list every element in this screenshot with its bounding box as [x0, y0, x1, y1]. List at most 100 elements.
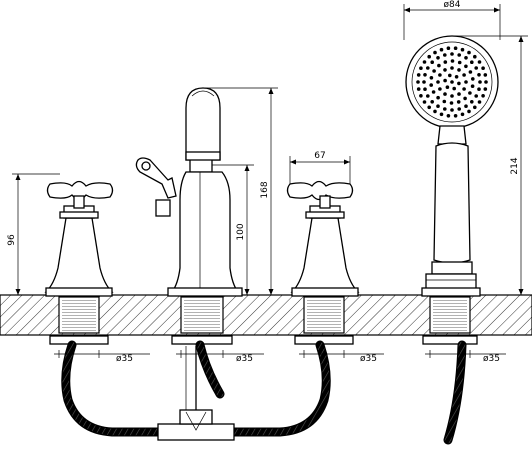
nozzle-dot	[443, 60, 448, 64]
nozzle-dot	[477, 100, 482, 104]
nozzle-dot	[436, 104, 440, 108]
dim-hole-3: ø35	[360, 354, 377, 364]
nozzle-dot	[419, 94, 423, 98]
nozzle-dot	[464, 104, 468, 108]
nozzle-dot	[433, 109, 437, 114]
nozzle-dot	[423, 73, 427, 77]
nozzle-dot	[454, 75, 459, 79]
left-valve	[44, 180, 114, 297]
nozzle-dot	[468, 91, 472, 95]
right-valve	[286, 180, 360, 297]
nozzle-dot	[481, 66, 485, 70]
nozzle-dot	[481, 94, 485, 98]
nozzle-dot	[463, 96, 467, 101]
dim-hole-4: ø35	[483, 354, 500, 364]
nozzle-dot	[446, 114, 451, 118]
nozzle-dot	[460, 47, 465, 52]
nozzle-dot	[423, 87, 427, 91]
nozzle-dot	[426, 94, 430, 98]
nozzle-dot	[450, 59, 455, 63]
nozzle-dot	[427, 105, 432, 110]
nozzle-dot	[439, 47, 444, 52]
nozzle-dot	[470, 84, 475, 88]
spout	[135, 87, 243, 297]
nozzle-dot	[449, 101, 454, 105]
nozzle-dot	[438, 87, 442, 91]
nozzle-dot	[422, 100, 427, 104]
nozzle-dot	[473, 54, 477, 59]
nozzle-dot	[453, 114, 458, 118]
nozzle-dot	[443, 92, 447, 96]
nozzle-dot	[471, 77, 475, 81]
dim-hole-1: ø35	[116, 354, 133, 364]
nozzle-dot	[450, 94, 454, 98]
nozzle-dot	[422, 80, 426, 84]
nozzle-dot	[430, 60, 435, 64]
hoses	[61, 340, 467, 445]
dim-spout-height: 168	[260, 181, 270, 198]
nozzle-dot	[470, 100, 474, 104]
nozzle-dot	[477, 60, 482, 64]
nozzle-dot	[464, 64, 468, 69]
nozzle-dot	[450, 66, 454, 70]
nozzle-dot	[422, 60, 427, 64]
nozzle-dot	[419, 66, 423, 70]
nozzle-dot	[474, 66, 479, 70]
nozzle-dot	[462, 87, 466, 91]
nozzle-dot	[432, 69, 436, 73]
nozzle-dot	[462, 73, 466, 77]
nozzle-dot	[431, 90, 436, 94]
nozzle-dot	[457, 60, 462, 65]
nozzle-dot	[464, 56, 468, 60]
nozzle-dot	[468, 70, 473, 74]
nozzle-dot	[430, 100, 435, 104]
nozzle-dot	[442, 99, 447, 104]
nozzle-dot	[438, 73, 442, 77]
nozzle-dot	[436, 80, 440, 84]
dimension-lines	[12, 4, 528, 358]
nozzle-dot	[429, 83, 434, 87]
nozzle-dot	[484, 80, 488, 84]
dim-spout-outlet-height: 100	[236, 223, 246, 240]
nozzle-dot	[433, 50, 437, 55]
dim-left-handle-height: 96	[7, 234, 17, 246]
nozzle-dot	[467, 50, 471, 55]
nozzle-dot	[457, 53, 462, 57]
nozzle-dot	[457, 107, 462, 111]
dim-handshower-length: 214	[510, 157, 520, 174]
nozzle-dot	[456, 100, 461, 104]
nozzle-dot	[445, 85, 450, 89]
nozzle-dot	[416, 87, 421, 91]
nozzle-dot	[448, 73, 452, 78]
nozzle-dot	[443, 53, 447, 57]
shanks	[49, 296, 478, 345]
nozzle-dot	[478, 80, 482, 84]
nozzle-dot	[443, 68, 447, 72]
nozzle-dot	[467, 109, 471, 114]
nozzle-dot	[483, 73, 488, 77]
nozzle-dot	[453, 46, 458, 50]
nozzle-dot	[426, 66, 430, 70]
nozzle-dot	[477, 73, 481, 77]
nozzle-dot	[437, 63, 441, 68]
shower-nozzles	[416, 46, 488, 118]
nozzle-dot	[436, 56, 440, 60]
nozzle-dot	[477, 87, 481, 91]
nozzle-dot	[429, 76, 434, 80]
nozzle-dot	[460, 112, 465, 117]
nozzle-dot	[457, 68, 461, 72]
dim-handle-width: 67	[314, 151, 325, 161]
nozzle-dot	[474, 94, 479, 98]
dim-showerhead-diameter: ø84	[444, 0, 461, 10]
nozzle-dot	[457, 92, 461, 96]
nozzle-dot	[483, 87, 488, 91]
nozzle-dot	[436, 95, 440, 100]
nozzle-dot	[450, 108, 454, 112]
nozzle-dot	[446, 46, 451, 50]
nozzle-dot	[473, 105, 477, 110]
nozzle-dot	[443, 78, 447, 83]
nozzle-dot	[416, 80, 420, 84]
nozzle-dot	[450, 80, 454, 84]
nozzle-dot	[416, 73, 421, 77]
